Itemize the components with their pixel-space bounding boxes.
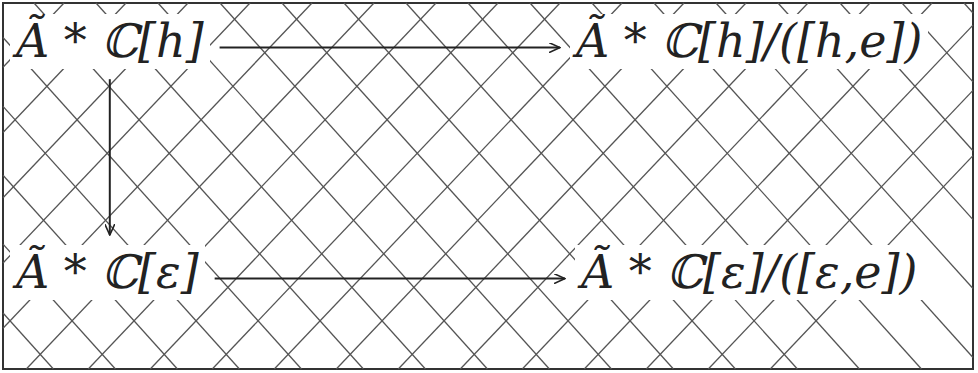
diagram-object: Ã * ℂ[h] [10,14,210,69]
hatch-line [212,3,560,369]
diagram-object: Ã * ℂ[h]/([h,e]) [570,14,928,69]
hatch-line [964,3,973,13]
diagram-object: Ã * ℂ[ε] [10,245,205,300]
hatching [3,3,973,369]
hatch-line [646,25,973,369]
hatch-line [3,3,250,263]
hatch-line [3,106,239,369]
object-label: Ã * ℂ[h]/([h,e]) [570,14,928,69]
morphism-arrow [215,278,565,280]
hatch-line [708,90,973,369]
object-label: Ã * ℂ[h] [10,14,210,69]
hatch-line [3,37,301,369]
hatch-line [3,313,53,369]
object-label: Ã * ℂ[ε]/([ε,e]) [575,245,923,300]
object-label: Ã * ℂ[ε] [10,245,205,300]
diagram-object: Ã * ℂ[ε]/([ε,e]) [575,245,923,300]
frame [3,3,973,369]
morphism-arrow [109,79,111,235]
morphism-arrow [220,47,560,49]
